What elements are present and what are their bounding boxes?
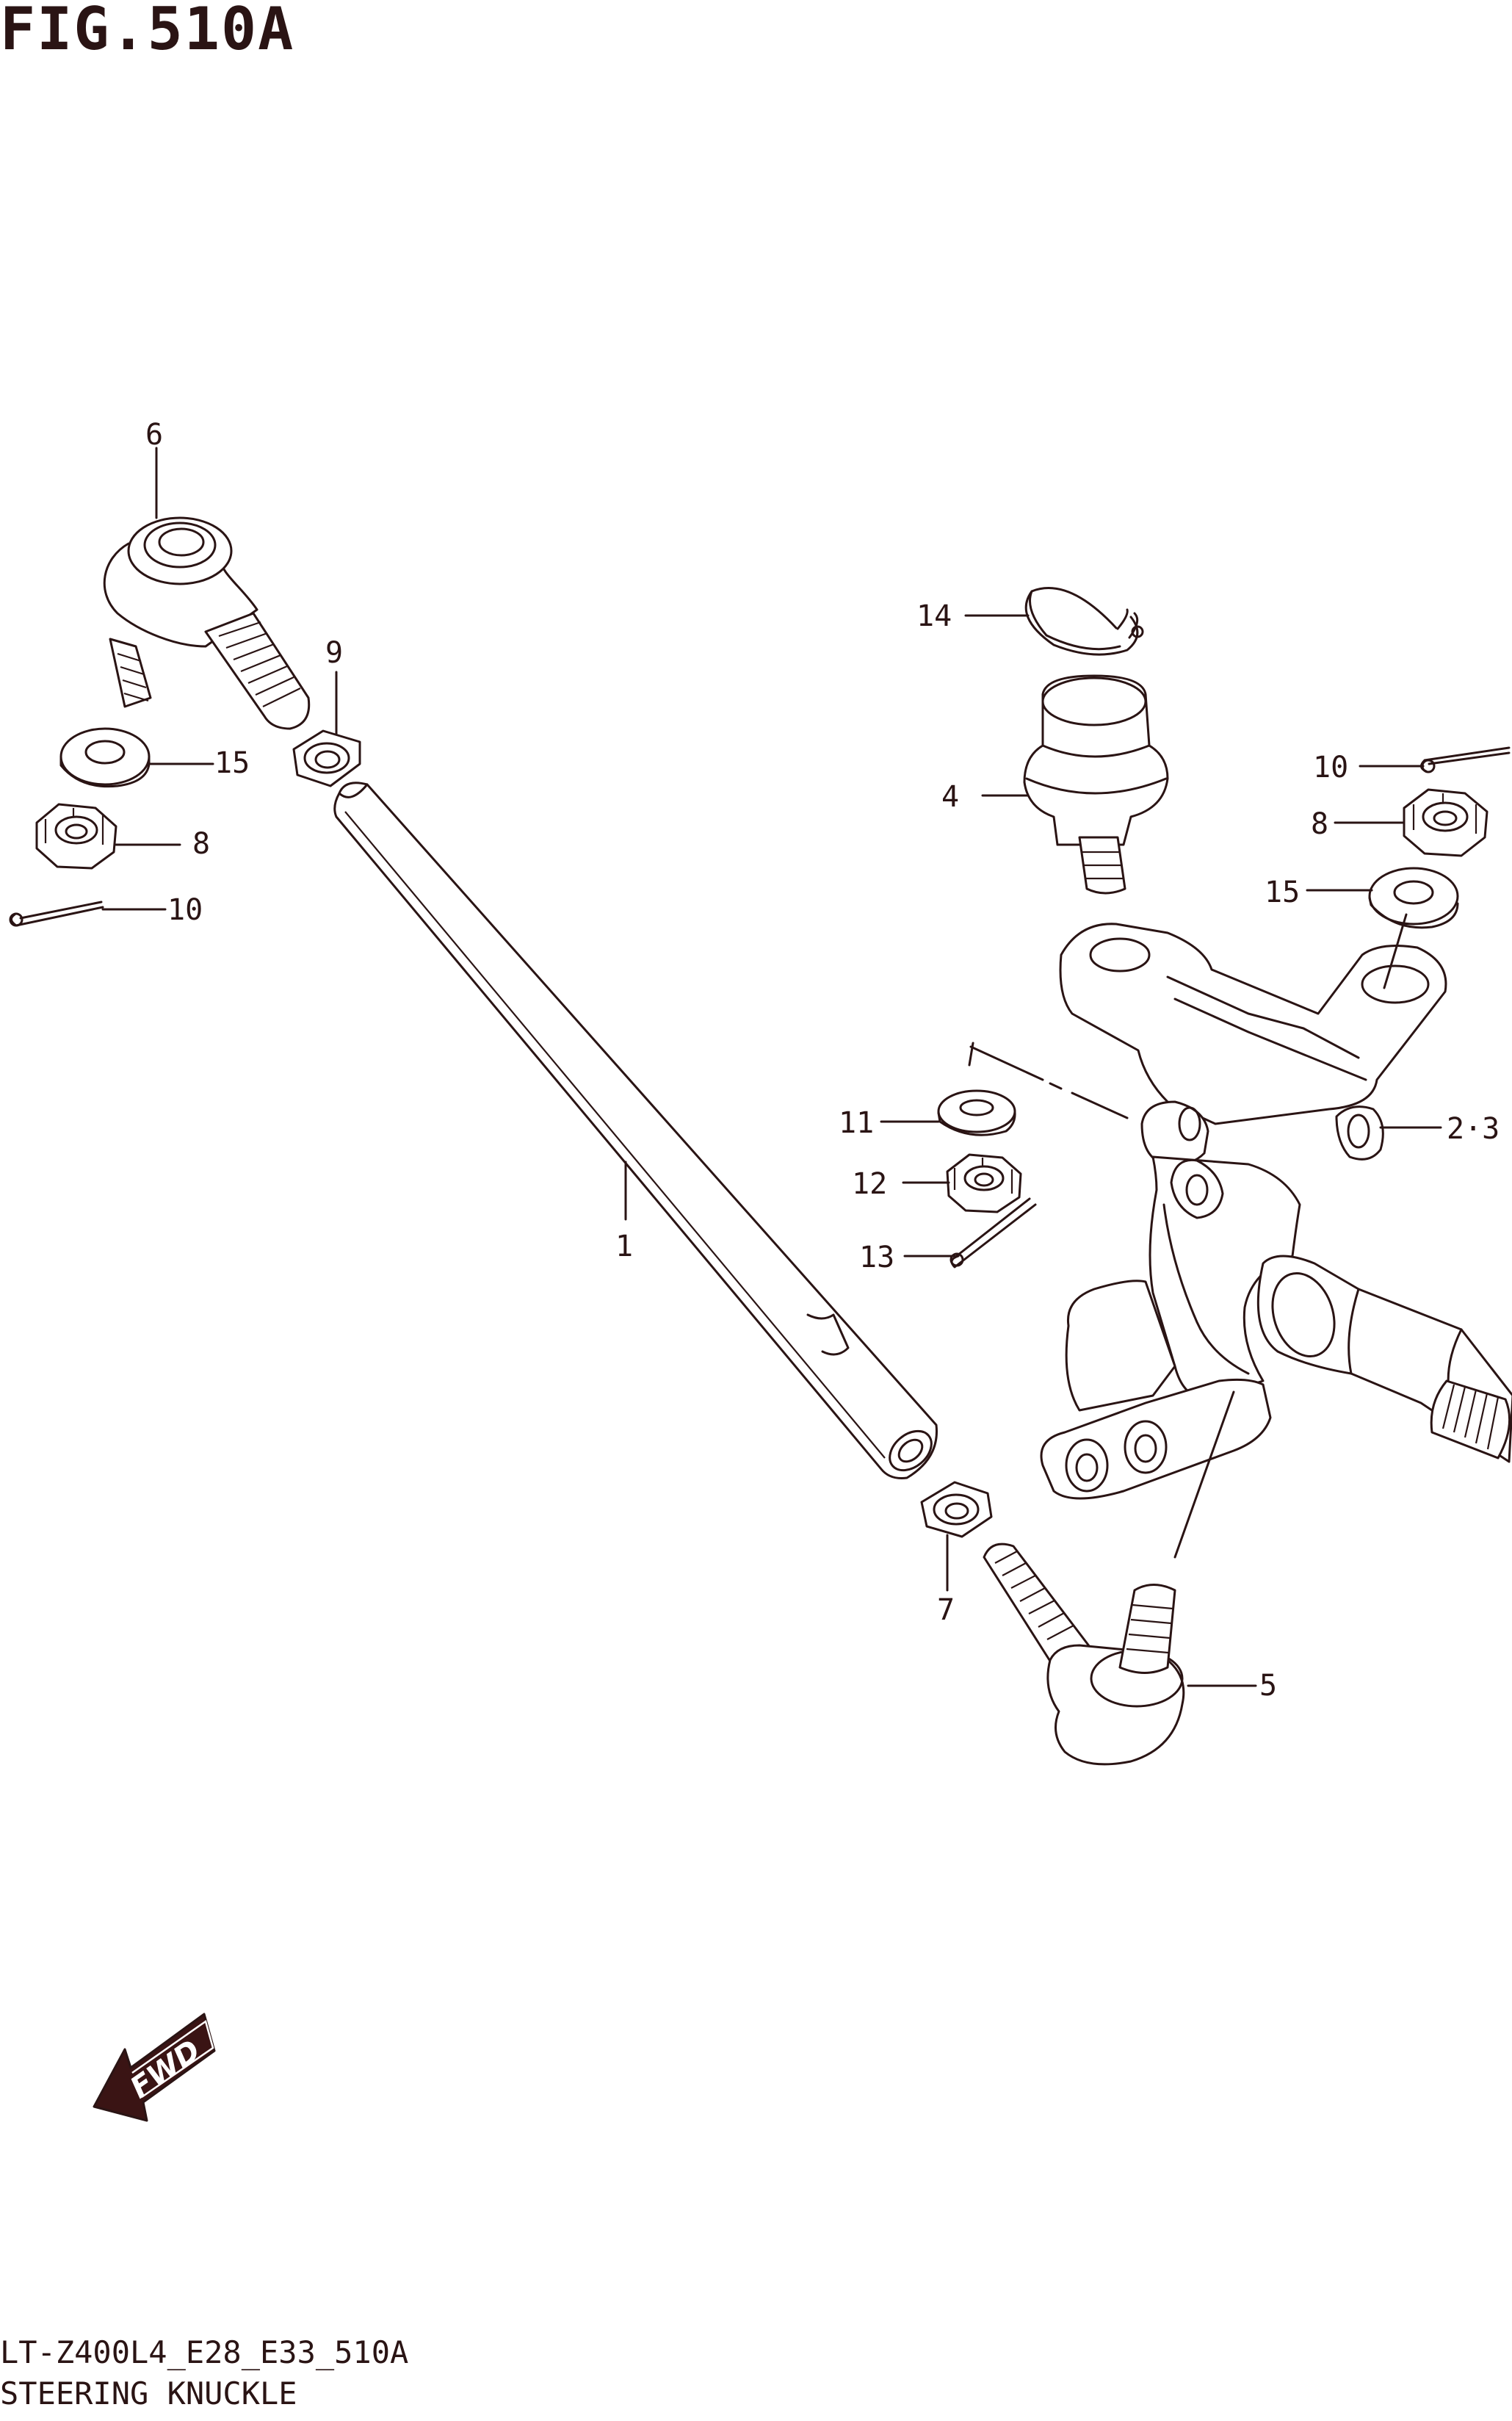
callout-10-right: 10 [1313,751,1348,784]
callout-12: 12 [852,1167,887,1201]
part-12-castle-nut[interactable] [946,1153,1022,1213]
callout-2-3: 2·3 [1447,1112,1500,1146]
part-15-washer-right[interactable] [1368,867,1459,929]
part-10-cotter-pin-left[interactable] [9,901,104,927]
part-11-washer[interactable] [937,1089,1016,1136]
part-4-ball-joint[interactable] [1023,674,1169,895]
callout-1: 1 [615,1230,633,1263]
part-14-snap-ring[interactable] [1024,587,1144,656]
section-name: STEERING KNUCKLE [0,2375,297,2411]
part-1-tie-rod[interactable] [333,782,939,1479]
callout-11: 11 [839,1106,874,1140]
callout-8-right: 8 [1311,807,1328,841]
part-7-lock-nut[interactable] [920,1481,993,1538]
leader-lines [101,447,1442,1687]
callout-15-left: 15 [214,746,250,780]
callout-7: 7 [937,1593,955,1627]
callout-4: 4 [941,780,959,814]
part-9-lock-nut[interactable] [292,729,361,787]
part-8-castle-nut-right[interactable] [1403,788,1489,857]
model-code: LT-Z400L4_E28_E33_510A [0,2334,409,2370]
part-5-tie-rod-end-right[interactable] [983,1543,1185,1766]
callout-9: 9 [325,636,343,670]
part-15-washer-left[interactable] [59,727,151,788]
part-2-3-steering-knuckle[interactable] [1040,923,1512,1500]
callout-8-left: 8 [192,827,210,861]
callout-13: 13 [859,1241,894,1274]
part-6-tie-rod-end-left[interactable] [103,516,311,730]
fwd-arrow-icon: FWD [93,2013,216,2122]
part-13-cotter-pin[interactable] [949,1197,1037,1269]
callout-6: 6 [145,418,163,452]
callout-14: 14 [916,599,952,633]
callout-numbers: 6 9 15 8 10 1 7 5 14 4 10 8 15 2·3 11 12… [145,418,1500,1703]
part-8-castle-nut-left[interactable] [35,803,117,870]
callout-5: 5 [1259,1669,1277,1703]
figure-title: FIG.510A [0,0,295,63]
part-10-cotter-pin-right[interactable] [1420,746,1511,773]
callout-15-right: 15 [1265,876,1300,909]
callout-10-left: 10 [167,893,203,927]
